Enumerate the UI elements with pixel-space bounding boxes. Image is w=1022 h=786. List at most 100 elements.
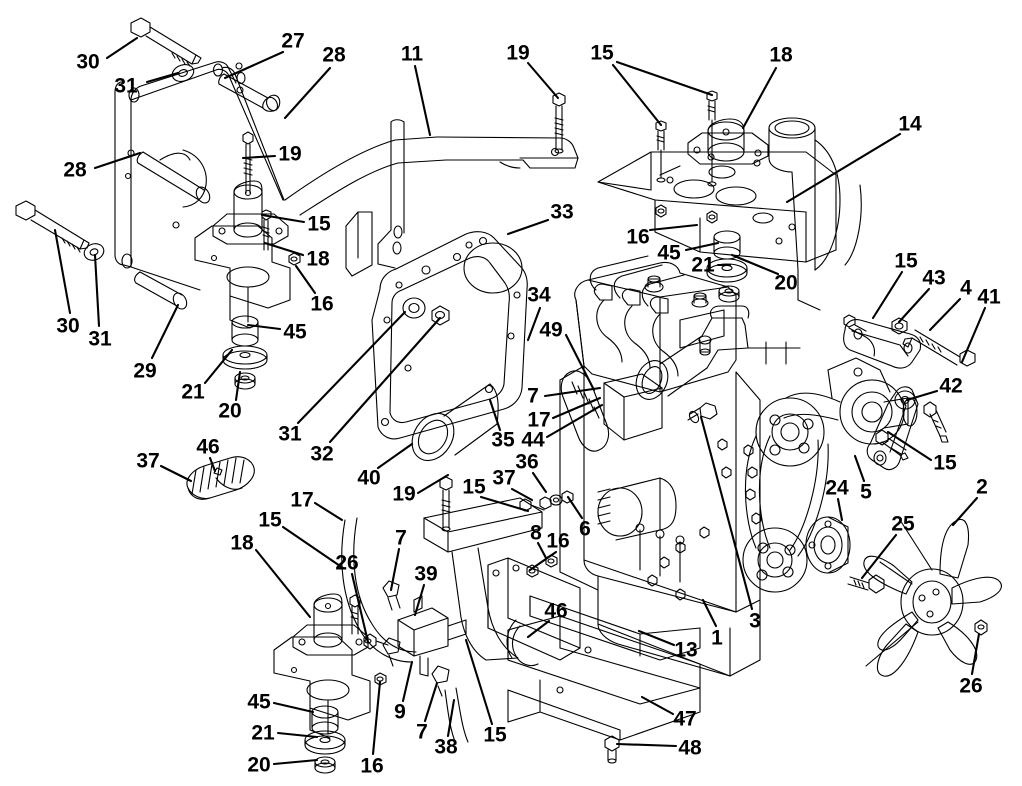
- clip-46-lower: [506, 619, 539, 667]
- valve-39-part: [397, 595, 467, 677]
- callout-number-17: 17: [290, 488, 314, 512]
- callout-number-35: 35: [491, 428, 515, 452]
- callout-number-42: 42: [939, 374, 963, 398]
- callout-number-45: 45: [247, 690, 271, 714]
- fitting-9-part: [382, 637, 401, 667]
- bolt-19-top: [552, 92, 566, 154]
- engine-block-1: [559, 255, 918, 677]
- callout-number-15: 15: [462, 475, 486, 499]
- callout-number-18: 18: [769, 43, 793, 67]
- callout-number-30: 30: [76, 50, 100, 74]
- callout-number-21: 21: [251, 721, 275, 745]
- callout-number-26: 26: [335, 551, 359, 575]
- callout-number-25: 25: [891, 512, 915, 536]
- deck-plate-14: [597, 117, 862, 311]
- air-intake-tube-34: [635, 305, 801, 400]
- hose-40-part: [411, 383, 499, 462]
- callout-number-19: 19: [392, 482, 416, 506]
- callout-number-49: 49: [539, 318, 563, 342]
- callout-number-37: 37: [492, 466, 516, 490]
- callout-number-8: 8: [530, 521, 542, 545]
- callout-number-5: 5: [860, 480, 872, 504]
- callout-number-45: 45: [657, 241, 681, 265]
- bushing-29-part: [134, 271, 188, 310]
- clamp-35-part: [560, 370, 610, 452]
- shield-47-part: [507, 615, 701, 741]
- block-fasteners: [647, 438, 762, 601]
- callout-number-15: 15: [483, 723, 507, 747]
- bolt-15-deck-a: [655, 120, 667, 183]
- isolator-stack-deck: [706, 230, 748, 303]
- callout-number-16: 16: [310, 292, 334, 316]
- callout-number-15: 15: [933, 451, 957, 475]
- fan-2-part: [863, 518, 1002, 677]
- callout-number-27: 27: [281, 29, 305, 53]
- callout-number-20: 20: [247, 753, 271, 777]
- bolt-26-right: [974, 619, 988, 636]
- callout-number-19: 19: [278, 142, 302, 166]
- callout-number-48: 48: [678, 736, 702, 760]
- callout-number-16: 16: [546, 529, 570, 553]
- callout-number-46: 46: [196, 435, 220, 459]
- fitting-7-upper: [382, 580, 401, 611]
- callout-number-13: 13: [674, 638, 698, 662]
- frame-rail-11: [284, 119, 579, 277]
- callout-number-26: 26: [959, 674, 983, 698]
- callout-number-37: 37: [136, 449, 160, 473]
- callout-number-4: 4: [960, 276, 972, 300]
- bolt-48-part: [604, 735, 620, 764]
- callout-number-15: 15: [307, 212, 331, 236]
- callout-number-19: 19: [506, 41, 530, 65]
- bolt-25-part: [847, 574, 885, 594]
- callout-number-11: 11: [400, 42, 424, 66]
- callout-number-47: 47: [673, 707, 697, 731]
- callout-number-17: 17: [527, 408, 551, 432]
- isolator-stack-left: [222, 315, 268, 390]
- callout-number-18: 18: [306, 247, 330, 271]
- bushing-28-upper: [218, 73, 281, 112]
- callout-number-21: 21: [691, 253, 715, 277]
- bushing-28-lower: [136, 149, 211, 208]
- callout-number-6: 6: [579, 517, 591, 541]
- engine-mount-18-upper-left: [194, 131, 291, 329]
- callout-number-36: 36: [515, 450, 539, 474]
- callout-number-31: 31: [114, 74, 138, 98]
- bolt-30-part: [130, 17, 202, 67]
- callout-number-9: 9: [394, 700, 406, 724]
- callout-number-16: 16: [626, 225, 650, 249]
- callout-number-24: 24: [825, 476, 849, 500]
- callout-number-39: 39: [414, 562, 438, 586]
- callout-number-31: 31: [278, 422, 302, 446]
- callout-number-15: 15: [894, 249, 918, 273]
- callout-number-30: 30: [56, 314, 80, 338]
- nut-16-deck-a: [655, 204, 667, 218]
- frame-plate-27: [114, 61, 285, 291]
- callout-number-21: 21: [181, 380, 205, 404]
- callout-number-33: 33: [550, 200, 574, 224]
- callout-number-7: 7: [416, 720, 428, 744]
- callout-number-7: 7: [527, 384, 539, 408]
- bell-housing-plate-33: [371, 231, 528, 440]
- callout-number-41: 41: [977, 285, 1001, 309]
- spring-37-part: [186, 456, 255, 500]
- callout-number-15: 15: [258, 508, 282, 532]
- callout-number-44: 44: [521, 428, 545, 452]
- callout-number-3: 3: [749, 609, 761, 633]
- engine-mount-18-lower-left: [273, 593, 389, 774]
- callout-number-38: 38: [434, 735, 458, 759]
- callout-number-43: 43: [922, 266, 946, 290]
- callout-number-18: 18: [230, 531, 254, 555]
- callout-number-1: 1: [711, 626, 723, 650]
- callout-number-32: 32: [310, 442, 334, 466]
- callout-number-28: 28: [322, 43, 346, 67]
- callout-number-15: 15: [590, 41, 614, 65]
- nut-16-left: [288, 252, 301, 266]
- callout-number-20: 20: [774, 271, 798, 295]
- fitting-7-lower: [431, 665, 450, 697]
- fan-hub-24: [805, 516, 851, 574]
- callout-number-45: 45: [283, 320, 307, 344]
- callout-number-16: 16: [360, 754, 384, 778]
- callout-number-2: 2: [976, 475, 988, 499]
- callout-number-31: 31: [88, 327, 112, 351]
